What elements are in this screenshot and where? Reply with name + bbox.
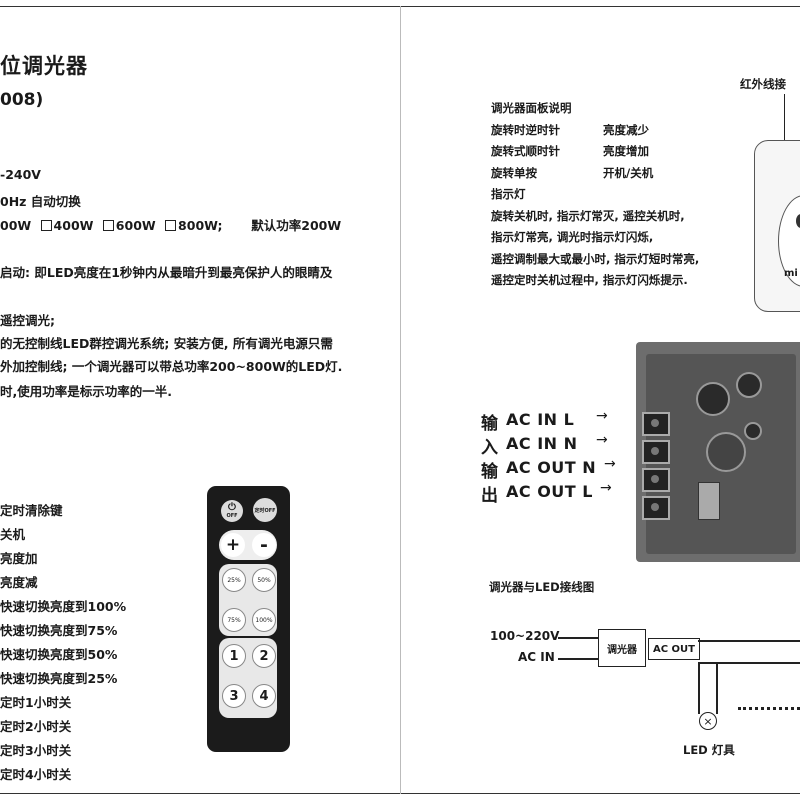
arrow-right-icon: → [596,432,608,448]
terminal-ac-in-l: AC IN L [506,410,575,429]
panel-row: 旋转单按开机/关机 [491,165,654,180]
capacitor [696,382,730,416]
power-label: OFF [226,513,238,519]
circuit-board-photo [636,342,800,562]
feature-system: 的无控制线LED群控调光系统; 安装方便, 所有调光电源只需 [0,336,333,351]
wiring-title: 调光器与LED接线图 [489,580,595,594]
power-button[interactable]: ⏻ OFF [221,500,243,522]
timer-3h-button[interactable]: 3 [222,684,246,708]
legend-item: 快速切换亮度到25% [0,671,118,686]
panel-row: 旋转式顺时针亮度增加 [491,144,649,158]
input-label-1: 输 [481,414,498,434]
terminal-block [642,496,670,520]
wire-down-right [716,662,718,714]
wiring-voltage: 100~220V [490,629,560,643]
power-icon: ⏻ [228,502,236,513]
terminal-block [642,412,670,436]
wire-down-left [698,662,700,714]
wire-out-bottom [698,662,800,664]
page-title: 位调光器 [0,54,88,78]
legend-item: 定时2小时关 [0,719,72,734]
legend-item: 定时4小时关 [0,767,72,782]
timer-clear-button[interactable]: 定时OFF [253,498,277,522]
timer-1h-button[interactable]: 1 [222,644,246,668]
feature-load: 外加控制线; 一个调光器可以带总功率200~800W的LED灯. [0,359,343,374]
indicator-line: 指示灯常亮, 调光时指示灯闪烁, [491,230,654,244]
brightness-down-button[interactable]: - [252,533,276,557]
panel-instructions: 调光器面板说明 旋转时逆时针亮度减少 旋转式顺时针亮度增加 旋转单按开机/关机 … [491,98,699,292]
legend-item: 定时清除键 [0,503,63,518]
legend-item: 定时1小时关 [0,695,72,710]
indicator-line: 旋转关机时, 指示灯常灭, 遥控关机时, [491,208,685,223]
terminal-ac-out-n: AC OUT N [506,458,597,477]
wiring-ac-in: AC IN [518,650,555,664]
checkbox-600 [102,220,114,231]
feature-note: 时,使用功率是标示功率的一半. [0,384,172,399]
dimmer-knob-dot [796,214,800,228]
legend-item: 快速切换亮度到75% [0,623,118,638]
output-label-2: 出 [481,486,498,506]
output-label-1: 输 [481,462,498,482]
preset-50-button[interactable]: 50% [252,568,276,592]
terminal-block [642,440,670,464]
spec-frequency: 0Hz 自动切换 [0,194,81,209]
led-fixture-label: LED 灯具 [683,743,735,757]
wire-in-bottom [558,658,598,660]
spec-power: 00W 400W 600W 800W; 默认功率200W [0,215,341,234]
capacitor [736,372,762,398]
power-option-800: 800W; [178,218,223,233]
dimmer-box: 调光器 [598,629,646,667]
legend-item: 定时3小时关 [0,743,72,758]
panel-title: 调光器面板说明 [491,101,572,115]
center-divider [400,6,401,794]
arrow-right-icon: → [596,408,608,424]
spec-voltage: -240V [0,167,41,182]
default-power: 默认功率200W [251,218,342,233]
capacitor [706,432,746,472]
terminal-block [642,468,670,492]
checkbox-800 [165,220,177,231]
legend-item: 亮度减 [0,575,38,590]
legend-item: 快速切换亮度到100% [0,599,127,614]
checkbox-400 [40,220,52,231]
capacitor [744,422,762,440]
legend-item: 亮度加 [0,551,38,566]
relay [698,482,720,520]
panel-row: 旋转时逆时针亮度减少 [491,122,649,137]
timer-4h-button[interactable]: 4 [252,684,276,708]
terminal-ac-out-l: AC OUT L [506,482,593,501]
feature-soft-start: 启动: 即LED亮度在1秒钟内从最暗升到最亮保护人的眼睛及 [0,265,333,280]
wire-in-top [558,637,598,639]
preset-25-button[interactable]: 25% [222,568,246,592]
ir-callout-line [784,94,785,144]
indicator-title: 指示灯 [491,187,526,201]
infrared-label: 红外线接 [740,77,786,91]
power-option-200: 00W [0,218,32,233]
timer-2h-button[interactable]: 2 [252,644,276,668]
dotted-continuation [738,707,800,710]
input-label-2: 入 [481,438,498,458]
indicator-line: 遥控调制最大或最小时, 指示灯短时常亮, [491,251,700,266]
ac-out-box: AC OUT [648,638,700,660]
power-option-400: 400W [53,218,94,233]
preset-75-button[interactable]: 75% [222,608,246,632]
power-option-600: 600W [115,218,156,233]
arrow-right-icon: → [600,480,612,496]
wire-out-top [698,640,800,642]
terminal-ac-in-n: AC IN N [506,434,578,453]
indicator-line: 遥控定时关机过程中, 指示灯闪烁提示. [491,273,688,287]
feature-remote: 遥控调光; [0,313,55,328]
dimmer-panel-text: mi [784,268,798,279]
preset-100-button[interactable]: 100% [252,608,276,632]
legend-item: 关机 [0,527,26,542]
remote-control: ⏻ OFF 定时OFF + - 25% 50% 75% 100% 1 2 3 4 [207,486,290,752]
model-number: 008) [0,90,44,110]
led-lamp-icon: × [699,712,717,730]
legend-item: 快速切换亮度到50% [0,647,118,662]
brightness-up-button[interactable]: + [221,533,245,557]
arrow-right-icon: → [604,456,616,472]
